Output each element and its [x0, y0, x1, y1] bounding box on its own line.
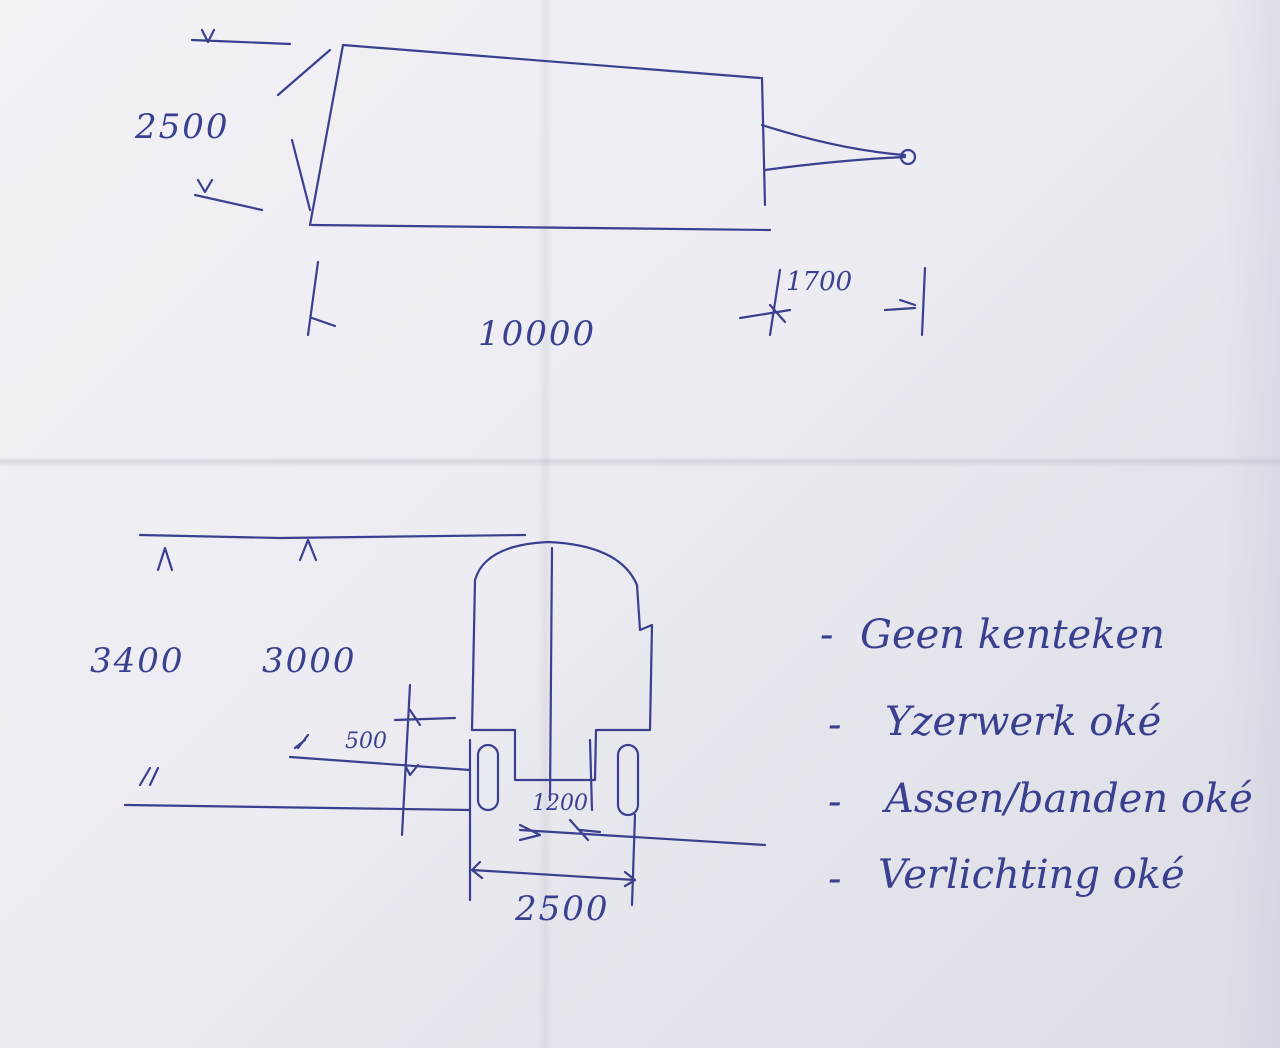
paper-fold-shadow [1220, 0, 1280, 1048]
note-text: Yzerwerk oké [885, 699, 1161, 745]
ground-line [123, 803, 472, 812]
clearance-marker [138, 733, 310, 787]
hitch-eye-icon [899, 148, 917, 166]
rear-width-label: 2500 [514, 889, 610, 929]
side-drawbar-label: 1700 [786, 267, 852, 297]
axle-gap-label: 1200 [532, 791, 588, 816]
rear-height-label: 3000 [262, 641, 357, 681]
note-dash: - [820, 612, 834, 658]
ground-clearance-label: 500 [345, 729, 387, 754]
side-height-label: 2500 [134, 107, 230, 147]
note-dash: - [828, 856, 842, 902]
rear-total-height-label: 3400 [90, 641, 185, 681]
rear-body-outline [470, 540, 654, 782]
drawbar [760, 123, 907, 172]
clearance-line [288, 755, 472, 772]
wheel-supports [468, 738, 637, 907]
rear-center-line [548, 546, 554, 802]
rear-height-top-lines [138, 533, 527, 572]
note-text: Geen kenteken [860, 612, 1165, 658]
right-wheel-icon [616, 743, 640, 817]
note-text: Assen/banden oké [881, 776, 1253, 822]
notes-list: - Geen kenteken - Yzerwerk oké - Assen/b… [820, 612, 1253, 902]
axle-gap-dim [518, 818, 767, 847]
side-length-label: 10000 [478, 314, 596, 354]
note-dash: - [828, 779, 842, 825]
trailer-body-outline [308, 43, 772, 232]
width-dim [470, 860, 637, 888]
left-wheel-icon [476, 743, 500, 812]
length-dim-mark [306, 260, 337, 337]
side-view-drawing [190, 28, 927, 337]
drawbar-dim-mark [738, 266, 927, 337]
height-dim-leaders [276, 48, 332, 212]
height-dim-top [190, 28, 292, 46]
rear-view-drawing [123, 533, 767, 907]
note-text: Verlichting oké [878, 852, 1185, 898]
clearance-dim [393, 683, 457, 837]
note-dash: - [828, 702, 842, 748]
height-dim-bottom [193, 178, 264, 212]
